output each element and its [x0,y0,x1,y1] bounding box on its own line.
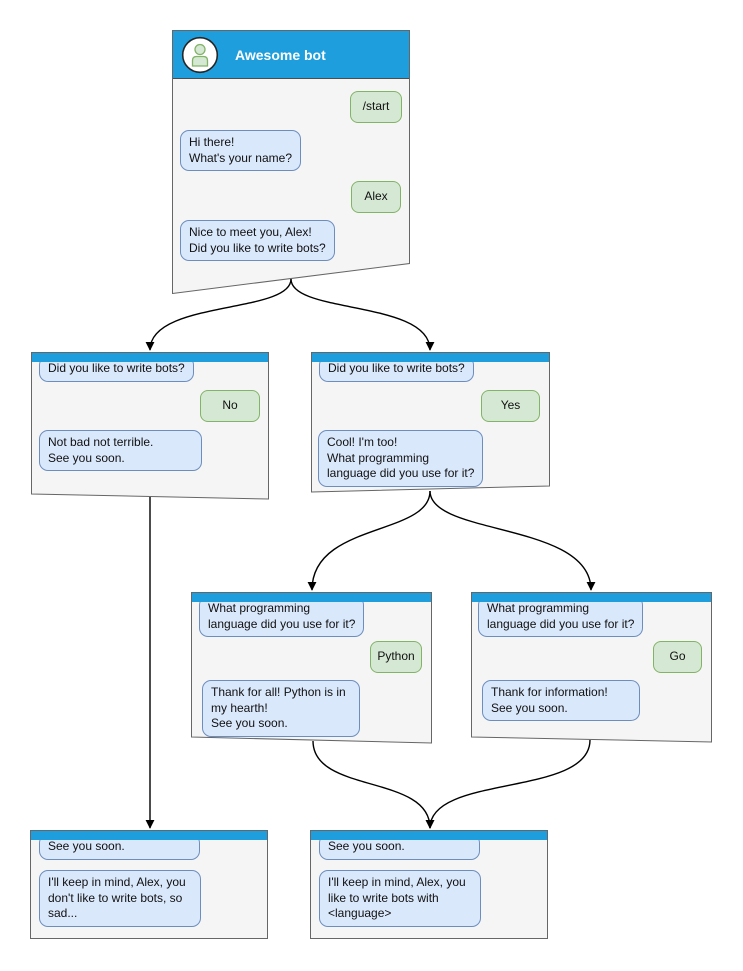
chat-node-end-yes: See you soon. I'll keep in mind, Alex, y… [310,830,548,939]
user-message-bubble: Python [370,641,422,673]
bot-avatar-icon [181,36,219,73]
user-message-bubble: Go [653,641,702,673]
bot-message-bubble: Nice to meet you, Alex! Did you like to … [180,220,335,262]
bot-message-bubble: What programming language did you use fo… [478,596,644,638]
bot-message-bubble: What programming language did you use fo… [199,596,365,638]
window-header: Awesome bot [173,31,409,79]
node-header-bar [472,593,711,602]
bot-message-bubble: I'll keep in mind, Alex, you don't like … [39,870,201,927]
arrow-python-to-end [312,740,435,829]
chat-node-yes-branch: Did you like to write bots? Yes Cool! I'… [311,352,550,493]
user-message-bubble: Alex [351,181,401,213]
bot-message-bubble: Not bad not terrible. See you soon. [39,430,202,472]
node-header-bar [311,831,547,840]
window-title: Awesome bot [235,46,326,63]
user-message-bubble: No [200,390,260,422]
bot-message-bubble: Hi there! What's your name? [180,130,302,172]
chat-node-no-branch: Did you like to write bots? No Not bad n… [31,352,269,500]
arrow-go-to-end [425,739,591,829]
bot-message-bubble: Thank for information! See you soon. [482,680,640,722]
chat-node-go-branch: What programming language did you use fo… [471,592,712,743]
user-message-bubble: /start [350,91,402,123]
node-header-bar [32,353,268,362]
chat-node-root: Awesome bot /start Hi there! What's your… [172,30,410,294]
arrow-yes-to-go-branch [429,490,596,591]
bot-message-bubble: Cool! I'm too! What programming language… [318,430,484,487]
arrow-yes-to-python-branch [307,490,431,591]
node-header-bar [192,593,431,602]
node-header-bar [312,353,549,362]
chat-node-python-branch: What programming language did you use fo… [191,592,432,744]
bot-message-bubble: Thank for all! Python is in my hearth! S… [202,680,360,737]
node-header-bar [31,831,267,840]
user-message-bubble: Yes [481,390,540,422]
chat-node-end-no: See you soon. I'll keep in mind, Alex, y… [30,830,268,939]
bot-message-bubble: I'll keep in mind, Alex, you like to wri… [319,870,481,927]
